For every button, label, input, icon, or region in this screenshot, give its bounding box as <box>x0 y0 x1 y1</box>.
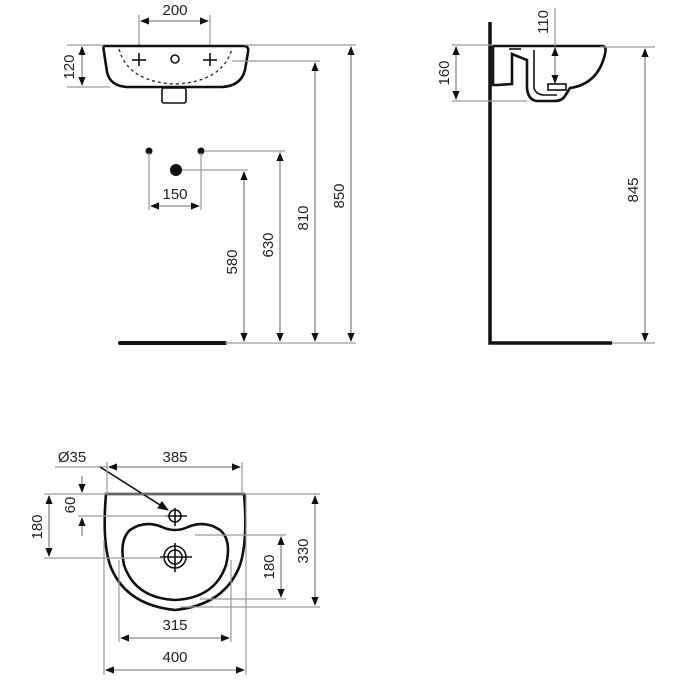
dim-basin-height: 120 <box>61 44 110 88</box>
basin-front-outline <box>102 44 250 104</box>
supply-points <box>145 147 285 210</box>
dim-label: Ø35 <box>58 449 86 466</box>
dim-supply-spacing: 150 <box>150 186 200 210</box>
dim-label: 180 <box>261 554 278 579</box>
dim-rim-height-side: 845 <box>600 46 655 342</box>
dim-label: 330 <box>295 538 312 563</box>
dim-rim-height: 850 <box>331 46 355 342</box>
dim-label: 385 <box>162 449 187 466</box>
dim-label: 180 <box>29 514 46 539</box>
dim-label: 845 <box>625 177 642 202</box>
dim-basin-total-height: 160 <box>436 44 527 102</box>
tap-hole <box>165 508 187 526</box>
dim-bowl-depth-plan: 180 <box>195 534 286 600</box>
dim-bowl-depth: 110 <box>535 8 559 84</box>
dim-label: 315 <box>162 617 187 634</box>
supply-point-left <box>145 147 153 155</box>
dim-overall-depth: 330 <box>180 495 320 608</box>
wall-line <box>488 22 612 345</box>
dim-bowl-width: 315 <box>118 560 232 642</box>
dim-label: 110 <box>535 10 552 34</box>
dim-tap-hole-diameter: Ø35 <box>55 449 169 511</box>
plan-view: Ø35 385 60 180 180 <box>29 449 320 675</box>
dim-label: 150 <box>162 186 187 203</box>
waste-point <box>170 164 182 176</box>
dim-label: 400 <box>162 649 187 666</box>
side-view: 110 160 845 <box>436 8 655 345</box>
waste-outlet <box>160 543 192 572</box>
dim-label: 850 <box>331 183 348 208</box>
tap-cross-left-icon <box>132 53 146 66</box>
dim-label: 580 <box>224 249 241 274</box>
dim-label: 160 <box>436 60 453 85</box>
dim-label: 630 <box>260 232 277 257</box>
front-view: 200 120 <box>61 2 356 345</box>
dim-supply-height: 630 <box>260 152 284 342</box>
dim-label: 120 <box>61 54 78 79</box>
dim-label: 200 <box>162 2 187 19</box>
dim-label: 810 <box>295 205 312 230</box>
dim-waste-height: 580 <box>224 171 248 342</box>
dim-label: 60 <box>62 497 79 514</box>
dim-underside-height: 810 <box>295 62 319 342</box>
dim-tap-hole-offset: 60 <box>62 476 168 536</box>
basin-side-outline <box>491 44 607 103</box>
dim-inner-width-top: 385 <box>106 449 243 494</box>
supply-point-right <box>197 147 205 155</box>
dim-overall-width: 400 <box>103 494 247 675</box>
tap-cross-right-icon <box>203 53 217 66</box>
